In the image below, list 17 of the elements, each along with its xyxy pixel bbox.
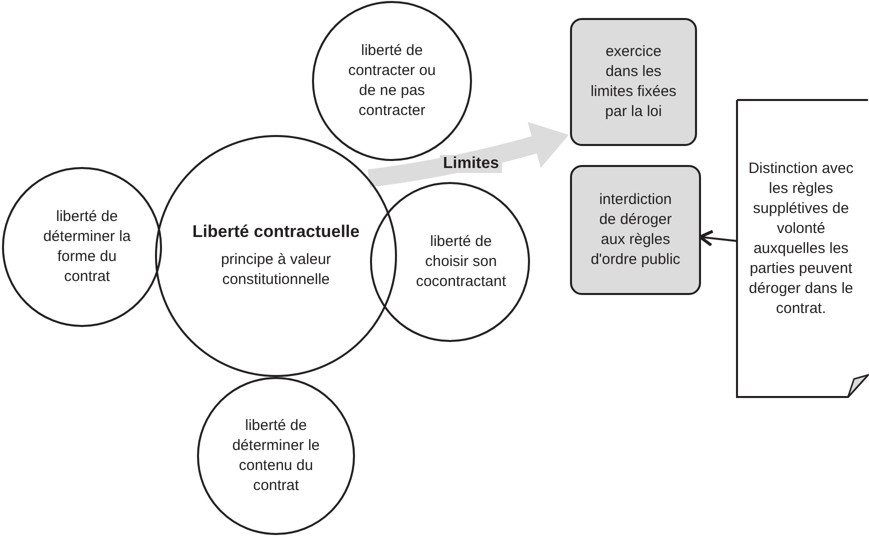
node-text: liberté de choisir son cocontractant	[414, 232, 508, 292]
node-heading: Liberté contractuelle	[192, 222, 360, 242]
node-text: liberté de déterminer la forme du contrat	[42, 207, 132, 287]
rounded-box	[570, 165, 701, 295]
arrow	[698, 230, 738, 247]
circle-node	[155, 135, 397, 377]
node-text: interdiction de déroger aux règles d'ordre public	[590, 190, 680, 270]
circle-node	[197, 377, 355, 535]
node-text: liberté de déterminer le contenu du contrat	[231, 416, 321, 496]
circle-node	[370, 182, 530, 342]
node-text: principe à valeur constitutionnelle	[220, 250, 332, 290]
node-text: liberté de contracter ou de ne pas contracter	[347, 41, 437, 121]
edge-label: Limites	[440, 155, 502, 173]
rounded-box	[570, 18, 697, 146]
circle-node	[2, 167, 162, 327]
node-text: exercice dans les limites fixées par la loi	[590, 42, 676, 122]
node-text: Distinction avec les règles supplétives de volonté auxquelles les parties peuvent déroger dans le contrat.	[747, 158, 855, 318]
